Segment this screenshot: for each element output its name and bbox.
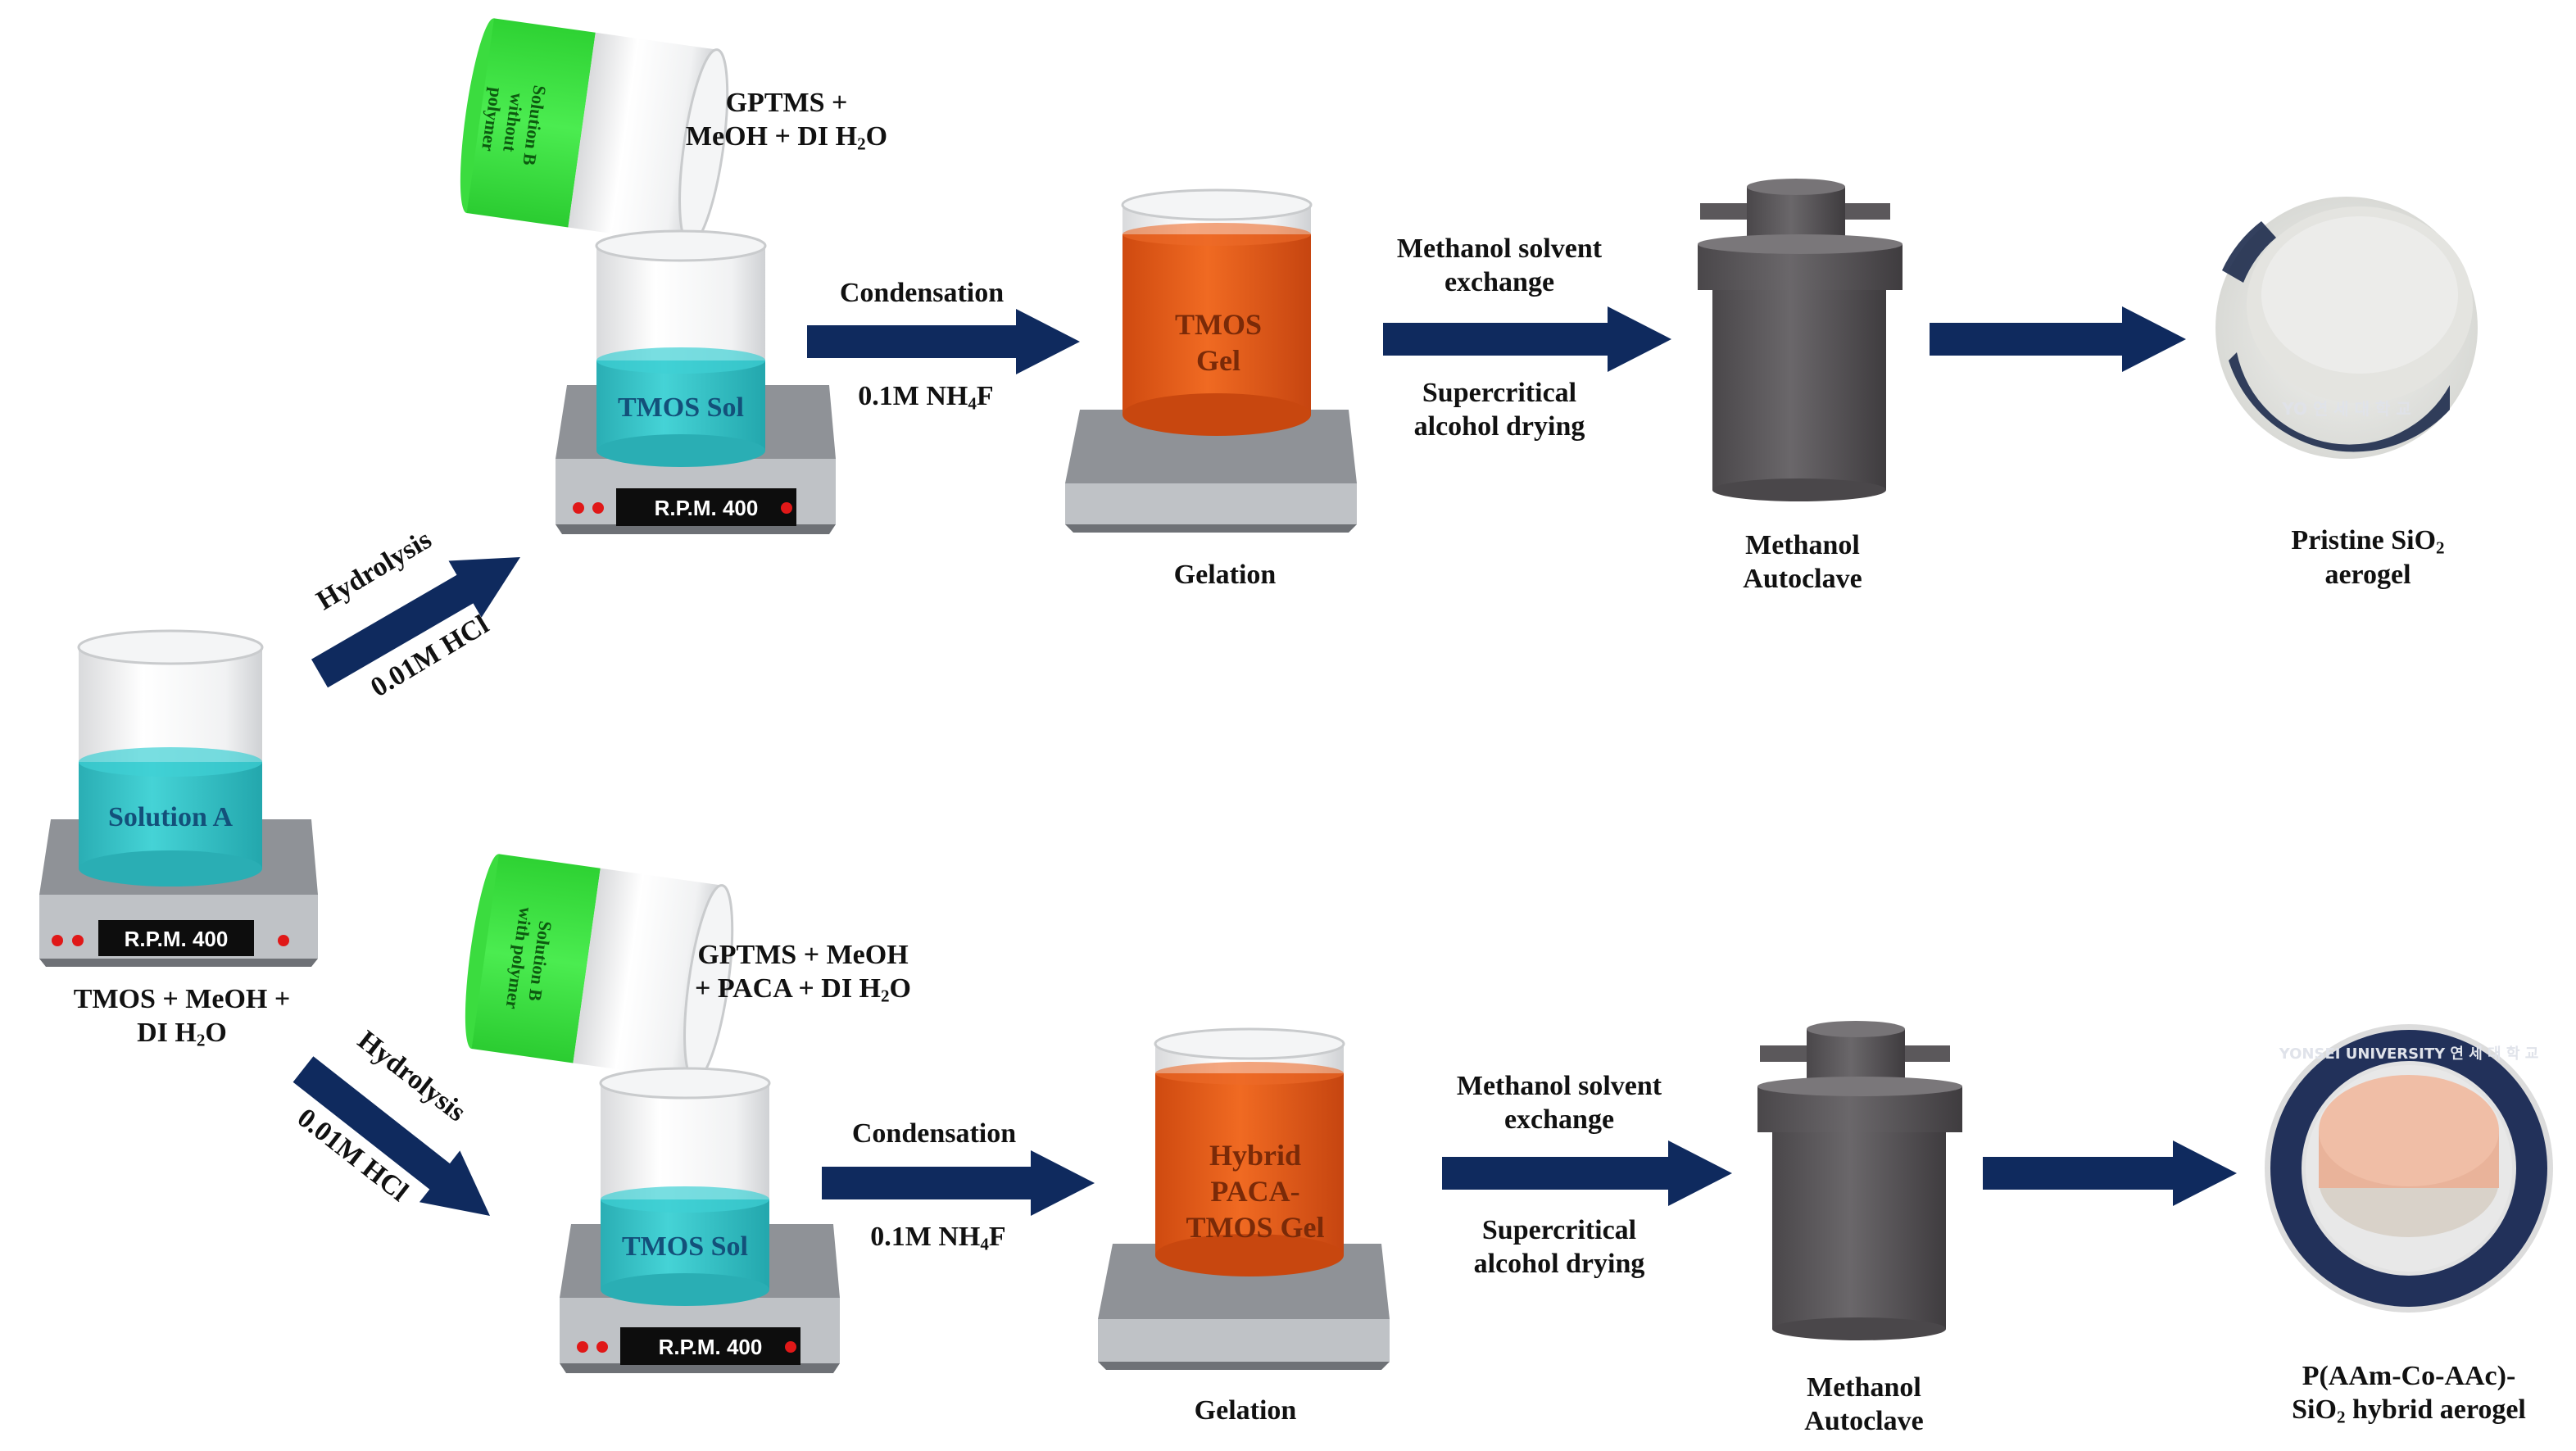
catalyst-label-top: 0.1M NH4F bbox=[858, 381, 994, 414]
autoclave-label-bottom: Methanol Autoclave bbox=[1757, 1372, 1971, 1439]
rpm-display-text-left: R.P.M. 400 bbox=[125, 927, 229, 951]
led-indicator bbox=[72, 935, 84, 946]
product-bottom-line1: P(AAm-Co-AAc)- bbox=[2302, 1361, 2516, 1391]
arrow-drying-top-icon bbox=[1383, 306, 1671, 372]
autoclave-top-line2: Autoclave bbox=[1743, 563, 1862, 594]
reagent-addition-bottom-line2: + PACA + DI H2O bbox=[694, 973, 911, 1006]
led-indicator bbox=[577, 1341, 588, 1353]
arrow-hydrolysis-top-icon bbox=[311, 557, 520, 688]
led-indicator bbox=[596, 1341, 608, 1353]
reagent-addition-bottom: GPTMS + MeOH + PACA + DI H2O bbox=[655, 939, 950, 1006]
arrow-condensation-bottom-icon bbox=[822, 1150, 1095, 1216]
rpm-display bbox=[620, 1327, 800, 1365]
drying-top-line2: alcohol drying bbox=[1413, 410, 1585, 442]
tmos-sol-label-bottom: TMOS Sol bbox=[622, 1231, 748, 1262]
led-indicator bbox=[785, 1341, 796, 1353]
beaker-icon bbox=[599, 1067, 771, 1306]
gel-on-plate-bottom bbox=[1098, 1027, 1390, 1370]
solvent-exchange-label-top: Methanol solvent exchange bbox=[1360, 233, 1639, 300]
product-label-bottom: P(AAm-Co-AAc)- SiO2 hybrid aerogel bbox=[2270, 1360, 2548, 1427]
led-indicator bbox=[278, 935, 289, 946]
autoclave-top-line1: Methanol bbox=[1745, 530, 1860, 560]
tmos-sol-stirrer-top bbox=[556, 229, 836, 534]
reagent-addition-top: GPTMS + MeOH + DI H2O bbox=[655, 87, 918, 154]
condensation-label-bottom: Condensation bbox=[851, 1118, 1017, 1149]
product-bottom-line2: SiO2 hybrid aerogel bbox=[2292, 1394, 2526, 1427]
beaker-icon bbox=[1121, 188, 1313, 436]
gel-label-top-line2: Gel bbox=[1196, 344, 1240, 377]
drying-label-top: Supercritical alcohol drying bbox=[1360, 377, 1639, 444]
solution-a-label: Solution A bbox=[108, 802, 234, 832]
beaker-icon bbox=[1154, 1027, 1345, 1276]
solvent-exchange-top-line2: exchange bbox=[1444, 266, 1555, 297]
led-indicator bbox=[573, 502, 584, 514]
gel-label-bottom-line3: TMOS Gel bbox=[1186, 1211, 1325, 1244]
photo-ring-text-top: YO 연 세 대 학 교 bbox=[2281, 399, 2411, 419]
pouring-beaker-b-with-polymer bbox=[465, 854, 734, 1081]
tmos-sol-stirrer-bottom bbox=[560, 1067, 840, 1373]
autoclave-bottom-line1: Methanol bbox=[1807, 1372, 1921, 1403]
led-indicator bbox=[781, 502, 792, 514]
autoclave-bottom-line2: Autoclave bbox=[1804, 1405, 1924, 1436]
arrow-hydrolysis-bottom-icon bbox=[293, 1056, 490, 1216]
catalyst-label-bottom: 0.1M NH4F bbox=[870, 1222, 1006, 1254]
gel-on-plate-top bbox=[1065, 188, 1357, 533]
led-indicator bbox=[592, 502, 604, 514]
rpm-display-text-top: R.P.M. 400 bbox=[655, 496, 759, 520]
aerogel-photo-bottom bbox=[2265, 1024, 2553, 1313]
solution-a-caption-line2: DI H2O bbox=[137, 1017, 227, 1050]
rpm-display bbox=[616, 488, 796, 526]
condensation-label-top: Condensation bbox=[839, 278, 1005, 308]
gel-label-bottom-line2: PACA- bbox=[1210, 1175, 1299, 1208]
product-top-line2: aerogel bbox=[2324, 559, 2411, 590]
beaker-icon bbox=[77, 629, 264, 886]
photo-ring-text-bottom: YONSEI UNIVERSITY 연 세 대 학 교 bbox=[2279, 1045, 2539, 1063]
reagent-addition-top-line2: MeOH + DI H2O bbox=[685, 120, 888, 154]
solution-a-stirrer bbox=[39, 629, 318, 967]
drying-top-line1: Supercritical bbox=[1422, 378, 1577, 408]
drying-label-bottom: Supercritical alcohol drying bbox=[1420, 1214, 1698, 1281]
solution-a-caption-line1: TMOS + MeOH + bbox=[73, 984, 291, 1014]
solution-a-caption: TMOS + MeOH + DI H2O bbox=[51, 983, 313, 1050]
solvent-exchange-bottom-line1: Methanol solvent bbox=[1456, 1071, 1662, 1101]
solvent-exchange-label-bottom: Methanol solvent exchange bbox=[1420, 1070, 1698, 1137]
product-label-top: Pristine SiO2 aerogel bbox=[2237, 524, 2499, 592]
gelation-label-top: Gelation bbox=[1173, 560, 1277, 590]
reagent-addition-bottom-line1: GPTMS + MeOH bbox=[697, 940, 909, 970]
gel-label-top-line1: TMOS bbox=[1175, 308, 1262, 341]
autoclave-label-top: Methanol Autoclave bbox=[1696, 529, 1909, 596]
rpm-display-text-bottom: R.P.M. 400 bbox=[659, 1335, 763, 1359]
tmos-sol-label-top: TMOS Sol bbox=[618, 392, 744, 423]
gelation-label-bottom: Gelation bbox=[1194, 1395, 1297, 1426]
led-indicator bbox=[52, 935, 63, 946]
product-top-line1: Pristine SiO2 bbox=[2291, 525, 2445, 558]
reagent-addition-top-line1: GPTMS + bbox=[725, 88, 848, 118]
gel-label-bottom-line1: Hybrid bbox=[1209, 1139, 1301, 1172]
arrow-condensation-top-icon bbox=[807, 309, 1080, 374]
solvent-exchange-top-line1: Methanol solvent bbox=[1396, 234, 1603, 264]
arrows-layer bbox=[293, 306, 2237, 1216]
beaker-icon bbox=[595, 229, 767, 467]
rpm-display bbox=[98, 920, 254, 956]
autoclave-vessel-icon-bottom bbox=[1757, 1021, 1962, 1340]
solvent-exchange-bottom-line2: exchange bbox=[1503, 1104, 1615, 1135]
arrow-to-product-bottom-icon bbox=[1983, 1140, 2237, 1206]
autoclave-vessel-icon-top bbox=[1698, 179, 1903, 501]
drying-bottom-line1: Supercritical bbox=[1481, 1215, 1637, 1245]
aerogel-photo-top bbox=[2215, 197, 2478, 459]
arrow-to-product-top-icon bbox=[1930, 306, 2186, 372]
pouring-beaker-b-without-polymer bbox=[460, 18, 729, 246]
drying-bottom-line2: alcohol drying bbox=[1473, 1248, 1645, 1279]
arrow-drying-bottom-icon bbox=[1442, 1140, 1732, 1206]
